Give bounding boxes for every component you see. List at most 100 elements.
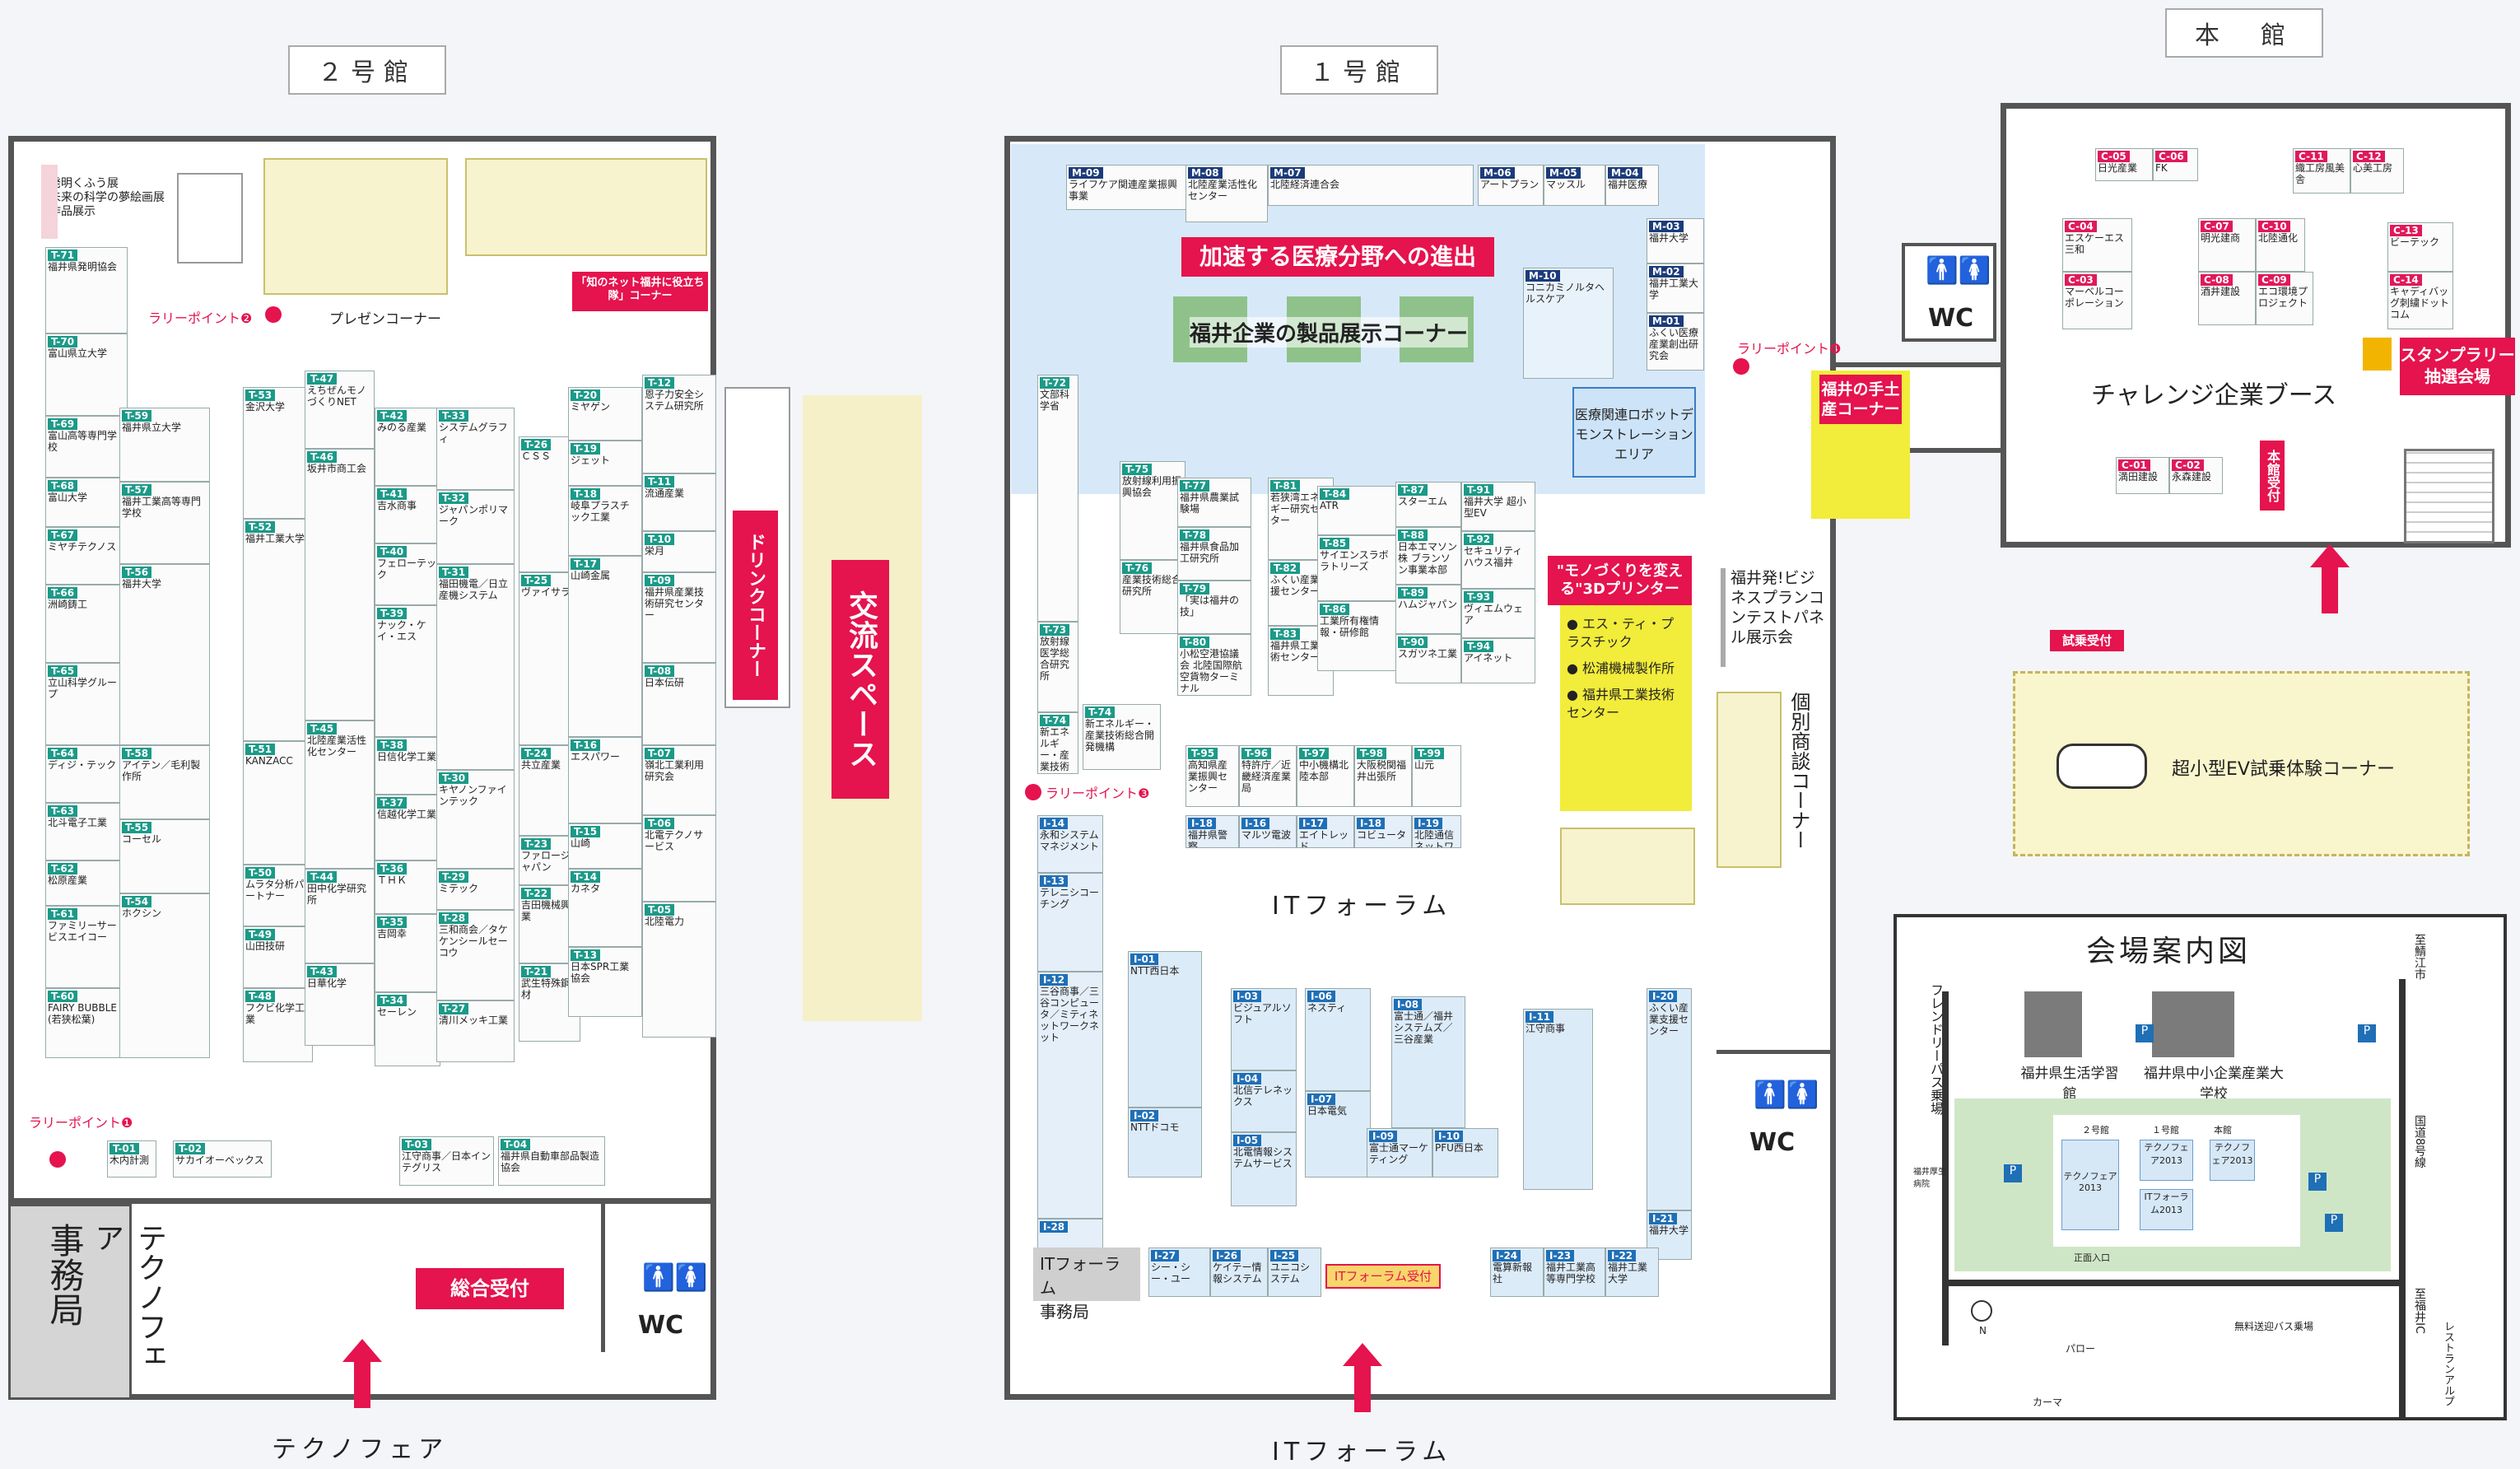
booth-i19[interactable]: I-19北陸通信ネットワーク [1412, 815, 1461, 848]
it-forum-reception[interactable]: ITフォーラム受付 [1325, 1264, 1441, 1289]
honkan-reception[interactable]: 本館受付 [2260, 441, 2285, 511]
booth-t79[interactable]: T-79「実は福井の技」 [1177, 581, 1251, 634]
shijo-reception[interactable]: 試乗受付 [2050, 630, 2124, 651]
